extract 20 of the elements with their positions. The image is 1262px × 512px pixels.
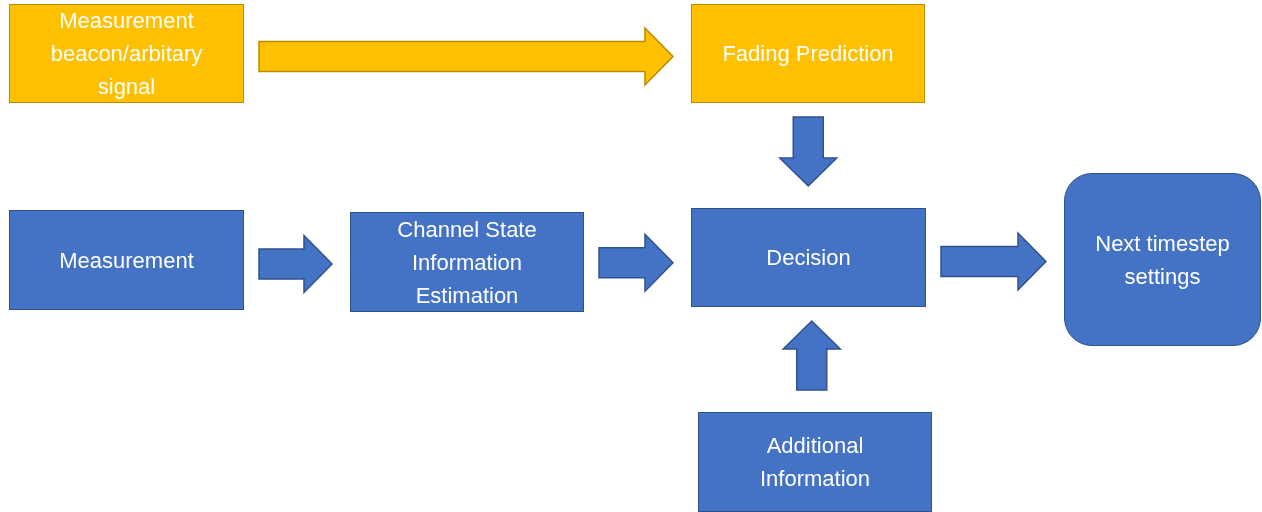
block-arrow [777,116,839,188]
block-arrow [258,233,334,295]
block-arrow [940,231,1048,292]
box-label: Decision [766,244,851,272]
box-label: Additional Information [758,432,872,493]
box-label: Next timestep settings [1094,229,1231,291]
process-box [350,212,584,312]
process-box [691,4,925,103]
process-box [9,4,244,103]
block-arrow [598,232,675,294]
box-label: Channel State Information Estimation [396,215,538,310]
block-arrow [781,319,843,391]
box-label: Fading Prediction [722,40,894,68]
box-label: Measurement [59,246,194,275]
box-label: Measurement beacon/arbitary signal [49,7,204,101]
process-box [1064,173,1261,346]
process-box [698,412,932,512]
process-box [9,210,244,310]
block-arrow [258,26,675,87]
process-box [691,208,926,307]
